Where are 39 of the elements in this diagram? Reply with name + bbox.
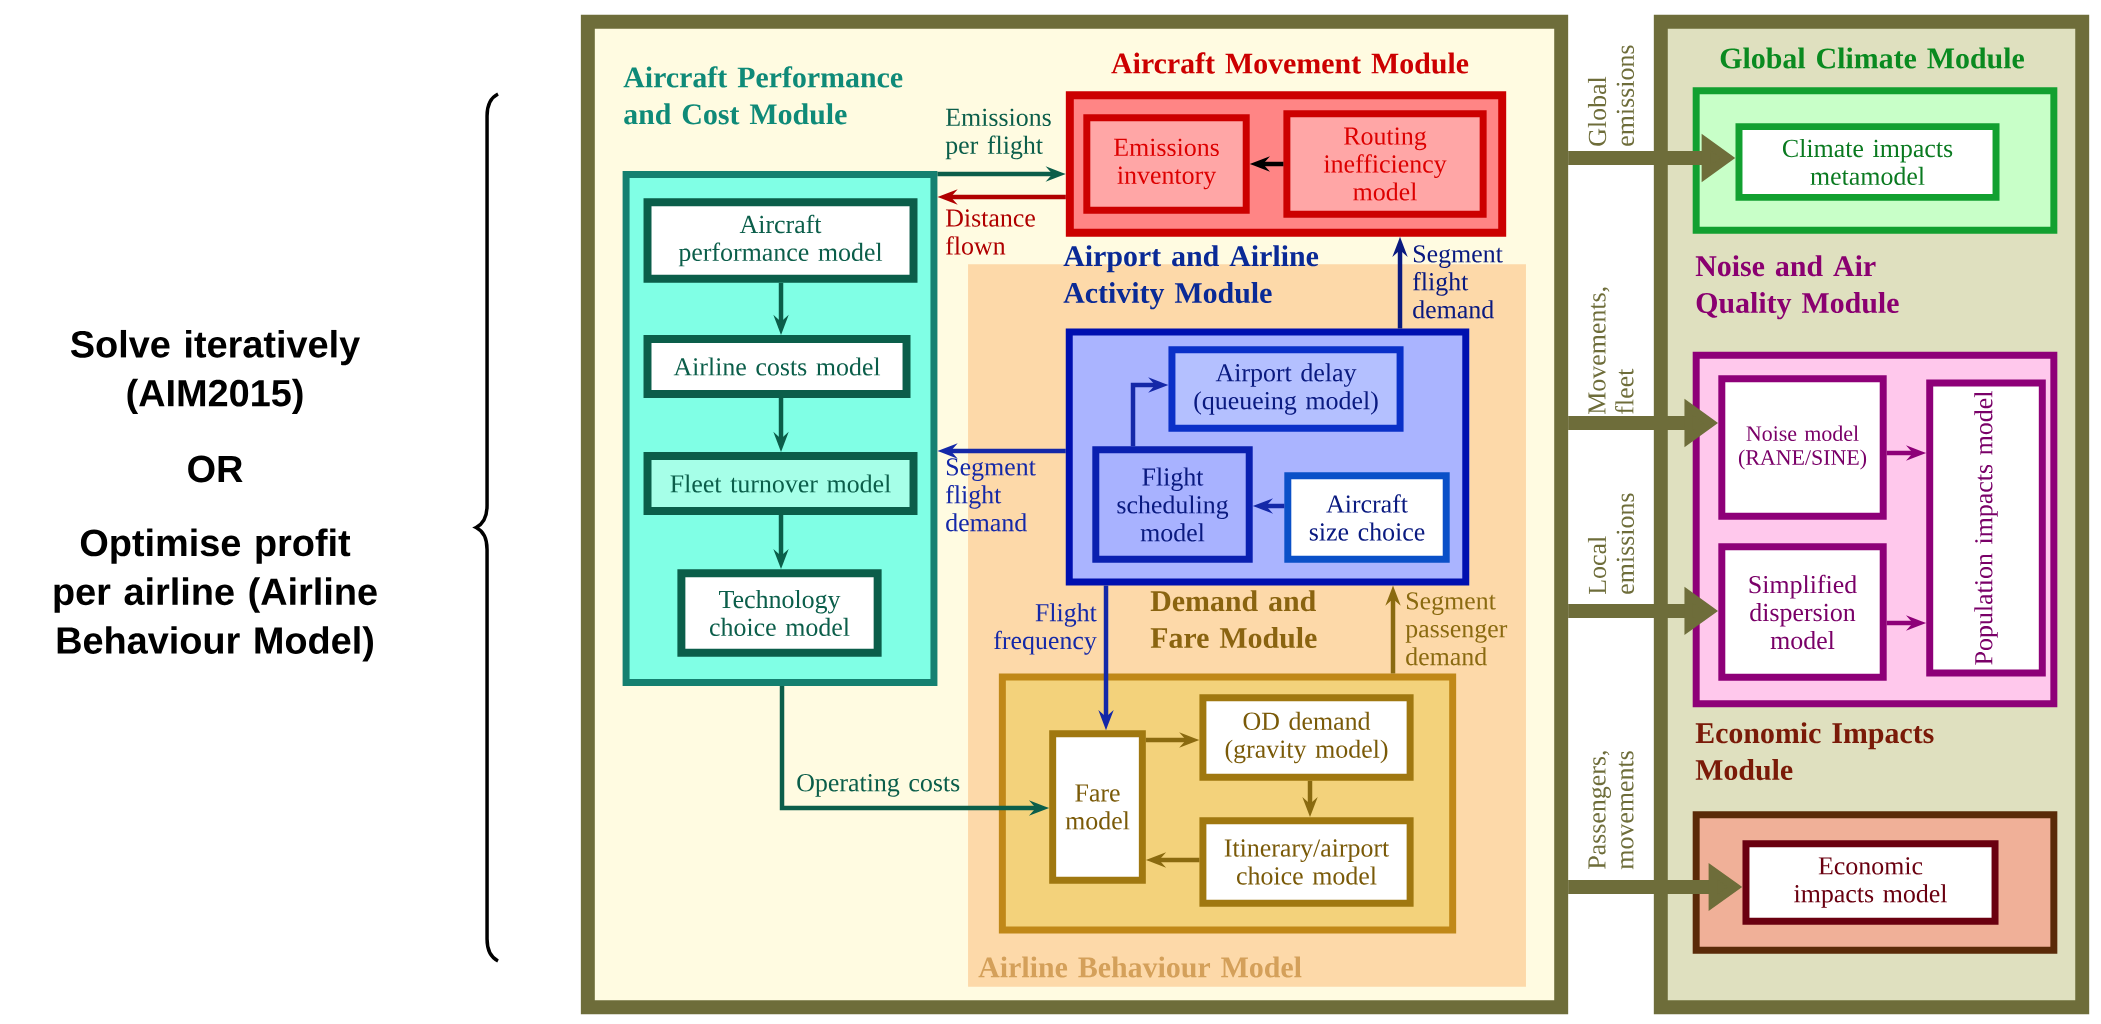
- edge-label: Movements, fleet: [1588, 287, 1634, 414]
- side-note: OR: [188, 455, 243, 483]
- edge-label: Local emissions: [1587, 493, 1635, 594]
- module-heading: Global Climate Module: [1720, 47, 2024, 69]
- module-heading: Airport and Airline Activity Module: [1063, 245, 1319, 310]
- model-box: Emissions inventory: [1083, 114, 1250, 214]
- edge-label: Segment passenger demand: [1405, 592, 1508, 666]
- edge-label: Passengers, movements: [1588, 751, 1634, 870]
- module-heading: Economic Impacts Module: [1695, 722, 1934, 781]
- model-box: Aircraft performance model: [643, 198, 918, 283]
- side-note: Optimise profit per airline (Airline Behaviour Model): [54, 528, 377, 662]
- edge-label: Flight frequency: [994, 603, 1097, 655]
- edge-label: Segment flight demand: [1413, 245, 1503, 319]
- model-box: Itinerary/airport choice model: [1199, 817, 1414, 907]
- side-note: Solve iteratively (AIM2015): [70, 329, 360, 415]
- model-box: Aircraft size choice: [1284, 472, 1450, 563]
- model-box: Airline costs model: [643, 335, 911, 398]
- edge-label: Distance flown: [945, 209, 1035, 255]
- model-box: Economic impacts model: [1742, 840, 1999, 925]
- model-box: Fleet turnover model: [643, 452, 918, 515]
- edge-label: Emissions per flight: [945, 108, 1051, 160]
- module-heading: Airline Behaviour Model: [978, 956, 1302, 978]
- model-box: Simplified dispersion model: [1718, 543, 1887, 681]
- model-box: OD demand (gravity model): [1199, 694, 1414, 781]
- model-box: Airport delay (queueing model): [1168, 346, 1404, 432]
- edge-label: Operating costs: [797, 774, 960, 797]
- edge-label: Global emissions: [1587, 45, 1635, 146]
- module-heading: Demand and Fare Module: [1150, 590, 1317, 649]
- model-box: Flight scheduling model: [1092, 446, 1253, 563]
- model-box: Technology choice model: [677, 569, 882, 657]
- model-box: Population impacts model: [1926, 379, 2046, 677]
- module-heading: Aircraft Movement Module: [1111, 52, 1469, 74]
- model-box: Routing inefficiency model: [1283, 110, 1487, 218]
- model-box: Noise model (RANE/SINE): [1718, 375, 1887, 520]
- edge-label: Segment flight demand: [946, 458, 1036, 532]
- model-box: Climate impacts metamodel: [1735, 123, 2000, 201]
- model-box: Fare model: [1049, 730, 1146, 884]
- module-heading: Noise and Air Quality Module: [1695, 255, 1899, 320]
- module-heading: Aircraft Performance and Cost Module: [623, 66, 903, 125]
